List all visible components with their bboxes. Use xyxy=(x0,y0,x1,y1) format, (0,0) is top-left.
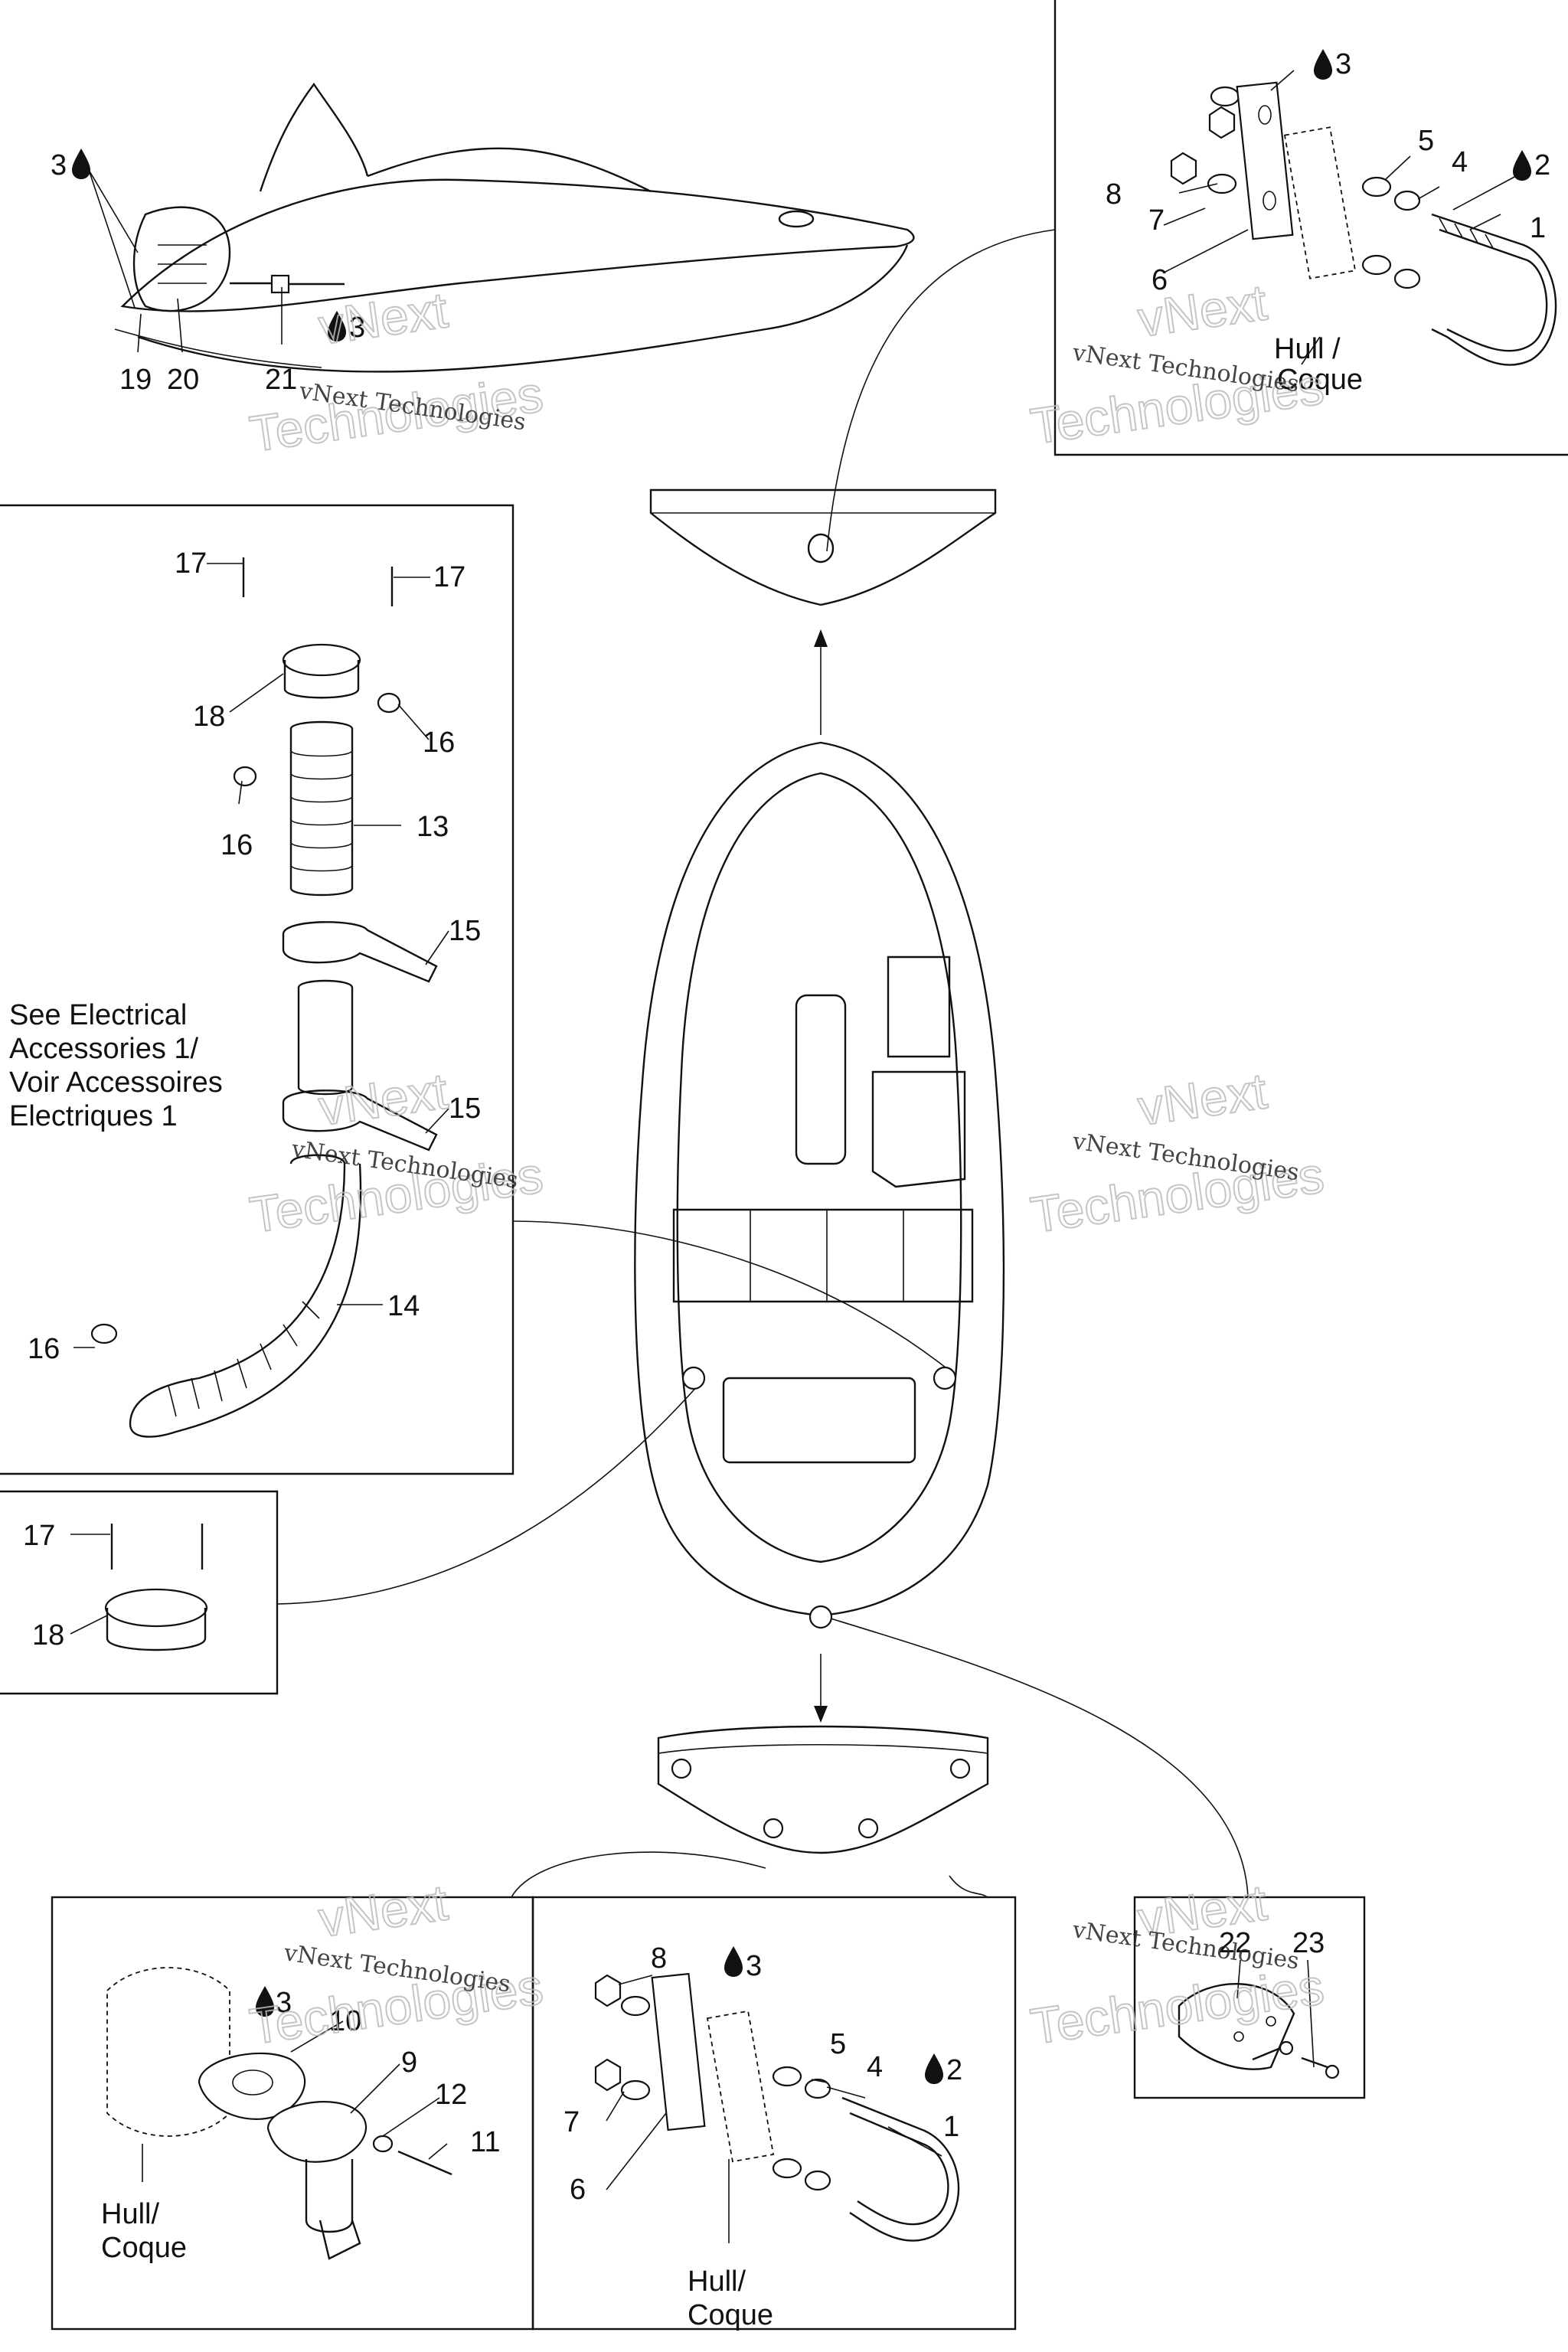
connector-cover xyxy=(820,1615,1249,1898)
callout-16-c: 16 xyxy=(28,1333,60,1365)
see-electrical-1: See Electrical xyxy=(9,999,187,1031)
oil-drop-icon xyxy=(1314,49,1332,80)
callout-15-a: 15 xyxy=(449,915,481,947)
callout-16-a: 16 xyxy=(423,727,455,759)
cover-part xyxy=(1178,1983,1340,2079)
arrow-down xyxy=(814,1706,828,1723)
callout-17-b: 17 xyxy=(433,561,466,593)
connector-drain xyxy=(511,1851,766,1898)
callout-22: 22 xyxy=(1219,1927,1251,1959)
panel-vent-cover xyxy=(0,1490,279,1695)
callout-6: 6 xyxy=(1152,264,1168,296)
vent-cover-part xyxy=(104,1524,208,1651)
boat-side-view xyxy=(114,82,915,373)
oil-drop-icon xyxy=(724,1946,743,1977)
callout-21: 21 xyxy=(265,364,297,396)
oil-drop-icon xyxy=(925,2053,943,2084)
arrow-up xyxy=(814,629,828,647)
callout-15-b: 15 xyxy=(449,1093,481,1125)
callout-12: 12 xyxy=(435,2079,467,2111)
svg-text:vNext: vNext xyxy=(1135,1062,1270,1136)
svg-text:vNext: vNext xyxy=(315,281,451,355)
callout-17-a: 17 xyxy=(175,547,207,580)
callout-17-c: 17 xyxy=(23,1520,55,1552)
callout-3-mid: 3 xyxy=(349,312,365,344)
callout-2: 2 xyxy=(1534,149,1550,181)
hull-coque-label-top: Hull / xyxy=(1274,333,1341,365)
oil-drop-icon xyxy=(328,311,346,341)
connector-bow-eye xyxy=(949,1875,988,1898)
oil-drop-icon xyxy=(256,1986,274,2017)
callout-3-b: 3 xyxy=(746,1950,762,1982)
callout-20: 20 xyxy=(167,364,199,396)
callout-18: 18 xyxy=(193,701,225,733)
panel-bow-eye xyxy=(531,1896,1017,2331)
hull-bow-view xyxy=(649,488,997,606)
oil-drop-icon xyxy=(1513,150,1531,181)
callout-5: 5 xyxy=(1418,125,1434,157)
see-electrical-4: Electriques 1 xyxy=(9,1100,178,1132)
callout-14: 14 xyxy=(387,1290,420,1322)
callout-7-b: 7 xyxy=(564,2106,580,2138)
callout-1-b: 1 xyxy=(943,2111,959,2143)
hull-coque-label-drain-2: Coque xyxy=(101,2232,187,2264)
svg-text:vNext: vNext xyxy=(315,1873,451,1948)
watermark: vNext Technologies vNext Technologies vN… xyxy=(246,273,1328,2056)
drain-plug-assembly xyxy=(106,1967,452,2260)
callout-9: 9 xyxy=(401,2047,417,2079)
hull-coque-label-drain: Hull/ xyxy=(101,2198,159,2230)
oil-drop-icon xyxy=(72,149,90,179)
boat-top-view xyxy=(634,741,1005,1629)
connector-vent xyxy=(512,1220,950,1371)
bow-eye-assembly-top xyxy=(1170,81,1557,366)
callout-16-b: 16 xyxy=(220,829,253,861)
connector-top-right xyxy=(826,229,1056,552)
bow-eye-assembly-bottom xyxy=(594,1972,960,2242)
callout-4-b: 4 xyxy=(867,2051,883,2083)
callout-18-b: 18 xyxy=(32,1619,64,1651)
see-electrical-3: Voir Accessoires xyxy=(9,1067,223,1099)
callout-8: 8 xyxy=(1106,178,1122,211)
see-electrical-2: Accessories 1/ xyxy=(9,1033,199,1065)
hull-coque-label-bottom: Hull/ xyxy=(688,2265,746,2298)
hull-coque-label-bottom-2: Coque xyxy=(688,2299,773,2331)
panel-cover xyxy=(1133,1896,1366,2099)
callout-23: 23 xyxy=(1292,1927,1325,1959)
callout-6-b: 6 xyxy=(570,2174,586,2206)
callout-5-b: 5 xyxy=(830,2028,846,2060)
vent-hose-assembly xyxy=(90,557,438,1438)
connector-vent-cover xyxy=(276,1377,705,1605)
callout-8-b: 8 xyxy=(651,1942,667,1975)
hull-coque-label-top-2: Coque xyxy=(1277,364,1363,396)
callout-1: 1 xyxy=(1530,212,1546,244)
panel-vent-assembly xyxy=(0,504,514,1475)
callout-3: 3 xyxy=(1335,48,1351,80)
svg-text:vNext: vNext xyxy=(315,1062,451,1136)
callout-13: 13 xyxy=(416,811,449,843)
callout-4: 4 xyxy=(1452,146,1468,178)
callout-11: 11 xyxy=(470,2126,500,2158)
hull-stern-view xyxy=(657,1725,989,1854)
callout-3-left: 3 xyxy=(51,149,67,181)
leader-lines xyxy=(70,70,1517,2243)
panel-top-right xyxy=(1054,0,1568,456)
callout-10: 10 xyxy=(329,2005,361,2037)
callout-7: 7 xyxy=(1148,204,1165,237)
callout-3-drain: 3 xyxy=(276,1987,292,2019)
callout-2-b: 2 xyxy=(946,2054,962,2086)
callout-19: 19 xyxy=(119,364,152,396)
